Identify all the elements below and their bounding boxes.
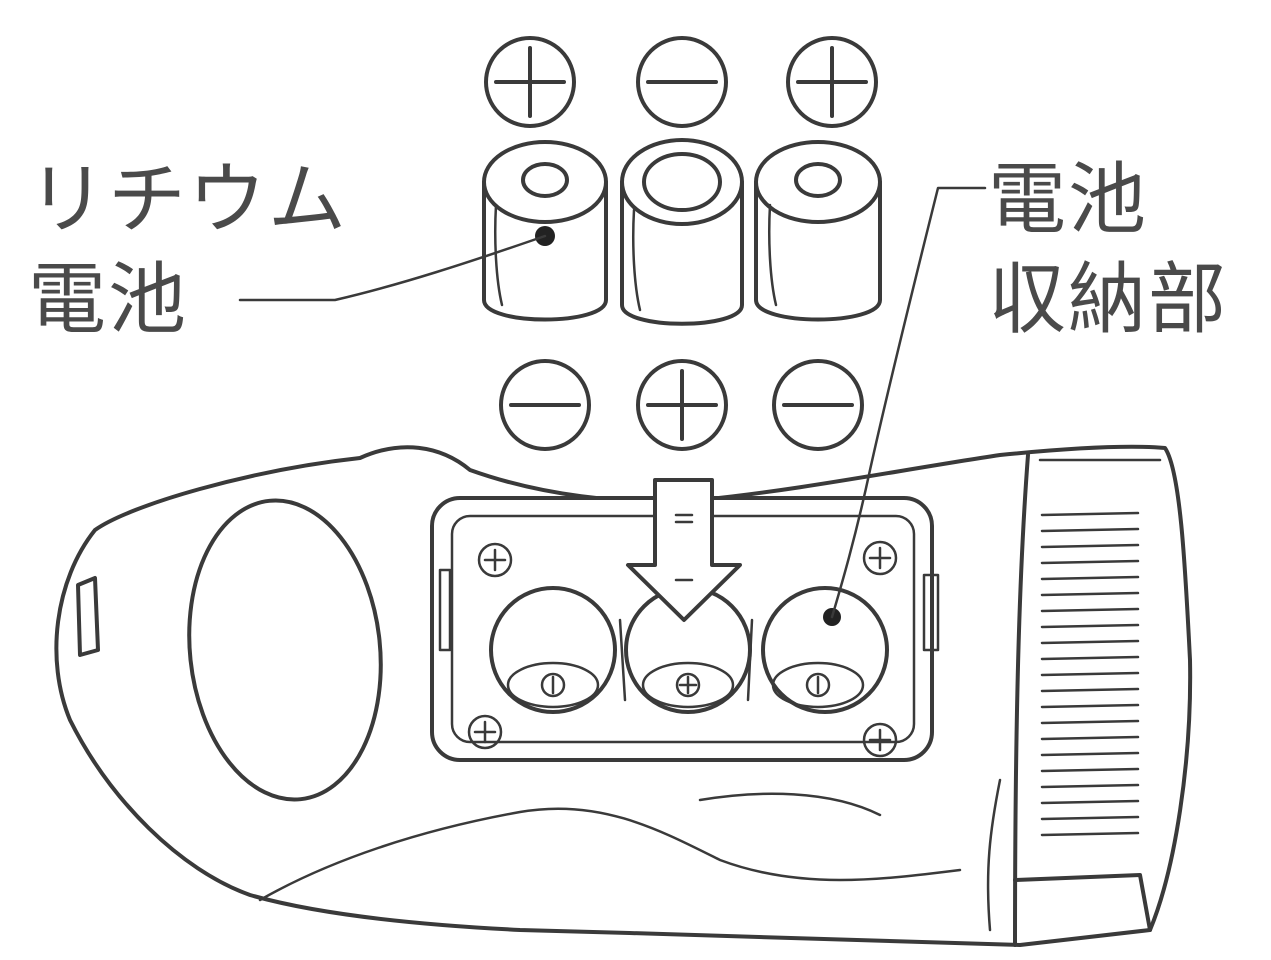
head-rib	[1040, 783, 1140, 789]
battery-compartment	[430, 496, 940, 762]
leader-line-lithium	[238, 234, 547, 302]
lithium-label-line1: リチウム	[28, 155, 349, 245]
head-rib	[1040, 511, 1140, 517]
battery-well	[761, 586, 889, 714]
leader-line-compartment	[830, 186, 987, 619]
down-arrow-icon	[626, 478, 742, 622]
polarity-minus-icon	[636, 36, 728, 128]
polarity-minus-icon	[772, 359, 864, 451]
head-rib	[1040, 687, 1140, 693]
head-rib	[1040, 543, 1140, 549]
lithium-battery	[620, 138, 744, 326]
lithium-battery	[482, 140, 608, 322]
head-rib	[1040, 815, 1140, 821]
head-rib	[1040, 639, 1140, 645]
polarity-plus-icon	[484, 36, 576, 128]
battery-compartment-label: 電池 収納部	[988, 150, 1228, 350]
head-rib	[1040, 607, 1140, 613]
head-rib	[1040, 655, 1140, 661]
head-rib	[1040, 831, 1140, 837]
screw-icon	[862, 722, 898, 758]
screw-icon	[467, 714, 503, 750]
polarity-plus-icon	[636, 359, 728, 451]
head-rib	[1040, 751, 1140, 757]
lithium-label-line2: 電池	[28, 255, 189, 345]
head-rib	[1040, 527, 1140, 533]
head-rib	[1040, 591, 1140, 597]
flashlight-ribbed-head	[1013, 458, 1162, 932]
lithium-battery-label: リチウム 電池	[28, 150, 348, 350]
screw-icon	[862, 540, 898, 576]
head-rib	[1040, 719, 1140, 725]
head-rib	[1040, 671, 1140, 677]
head-rib	[1040, 799, 1140, 805]
head-rib	[1040, 575, 1140, 581]
head-rib	[1040, 703, 1140, 709]
battery-well	[489, 586, 617, 714]
compartment-label-line1: 電池	[988, 155, 1149, 245]
polarity-plus-icon	[786, 36, 878, 128]
head-rib	[1040, 735, 1140, 741]
polarity-minus-icon	[499, 359, 591, 451]
head-rib	[1040, 623, 1140, 629]
lithium-battery	[754, 140, 882, 322]
compartment-label-line2: 収納部	[988, 255, 1229, 345]
screw-icon	[477, 542, 513, 578]
head-rib	[1040, 767, 1140, 773]
head-rib	[1040, 559, 1140, 565]
